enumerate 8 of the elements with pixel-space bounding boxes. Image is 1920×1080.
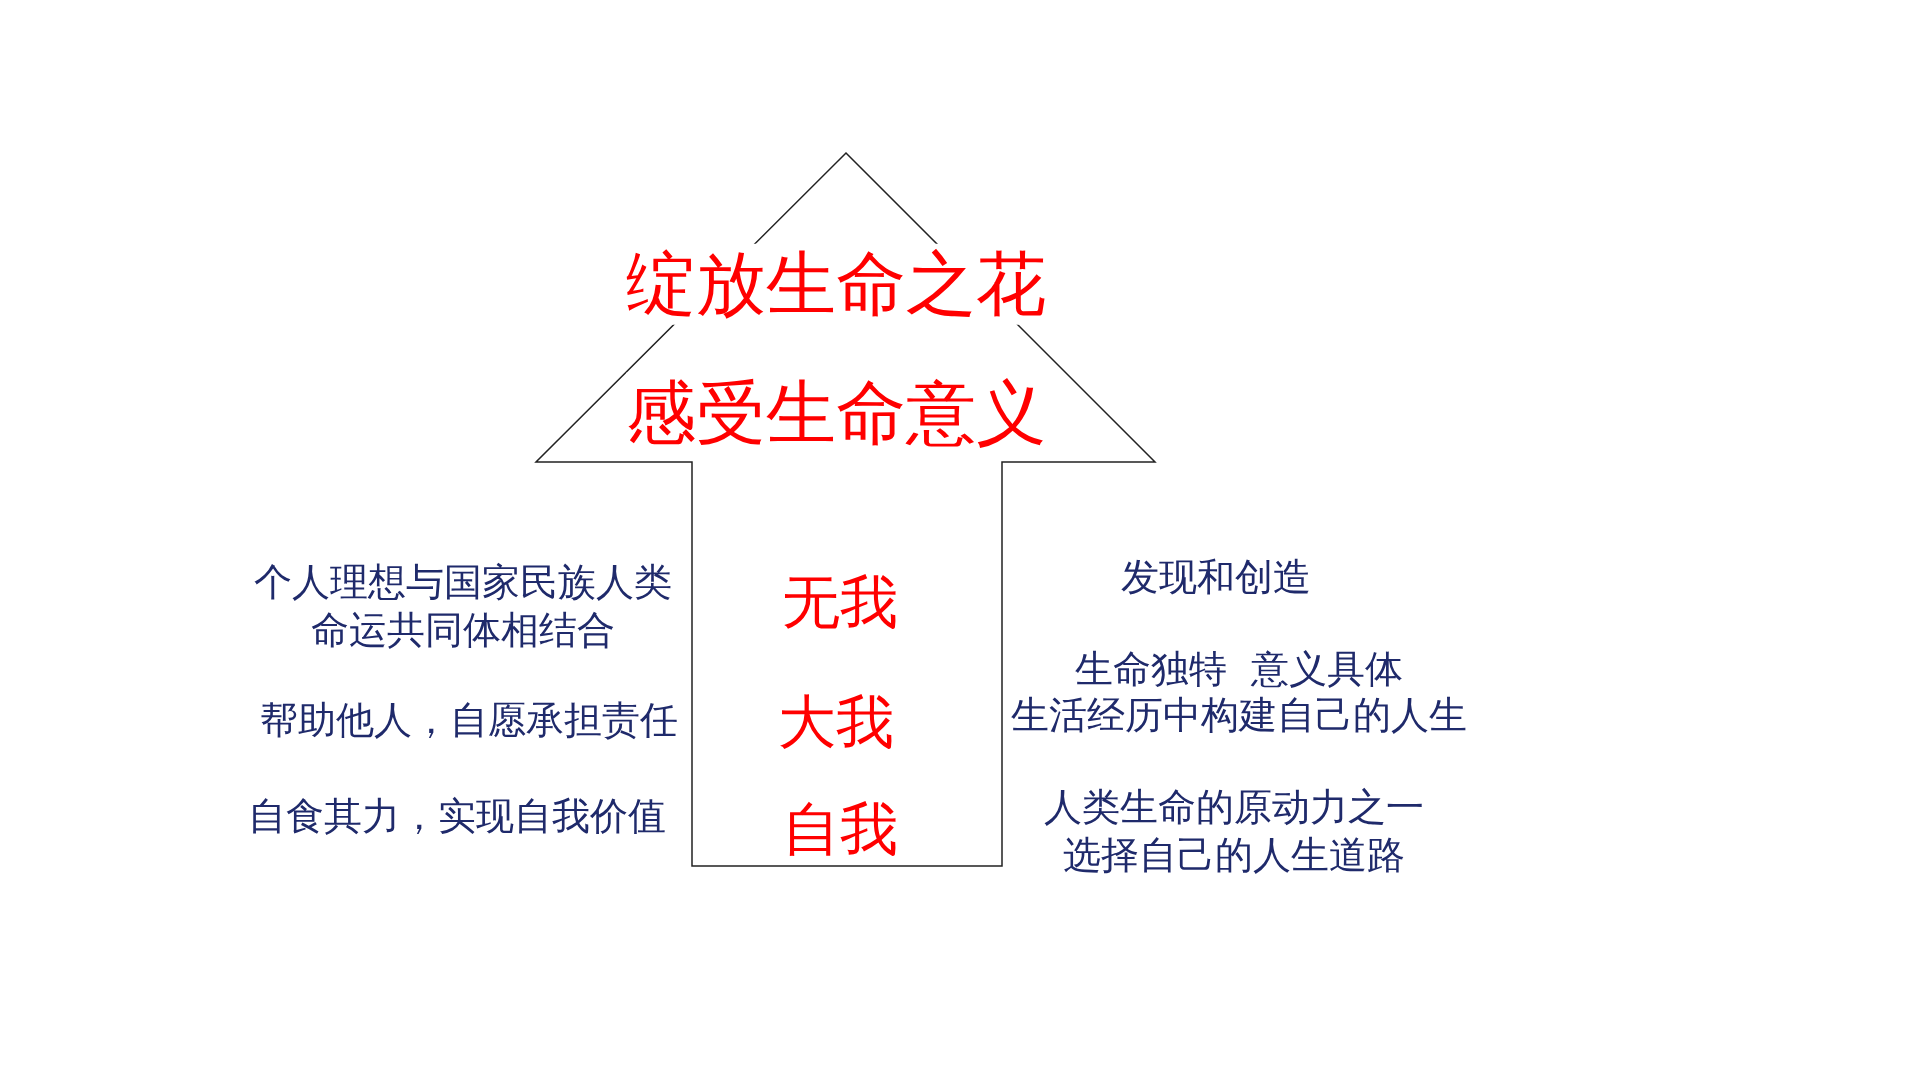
arrow-heading: 绽放生命之花: [626, 243, 1046, 325]
description-text: 人类生命的原动力之一选择自己的人生道路: [1044, 783, 1424, 878]
description-text: 生命独特 意义具体: [1074, 646, 1404, 694]
description-text: 自食其力，实现自我价值: [248, 793, 666, 841]
description-text: 生活经历中构建自己的人生: [1011, 692, 1467, 740]
description-text: 个人理想与国家民族人类命运共同体相结合: [254, 558, 672, 653]
description-text: 发现和创造: [1121, 554, 1311, 602]
description-text: 帮助他人，自愿承担责任: [260, 697, 678, 745]
